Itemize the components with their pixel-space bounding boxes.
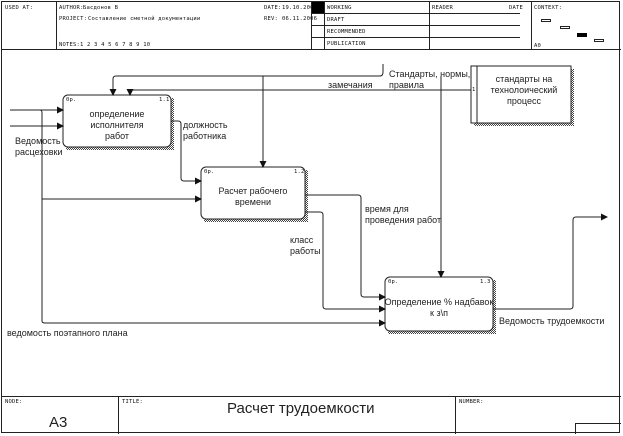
context-node: A0 (534, 43, 542, 49)
external-line-1: стандарты на (495, 74, 553, 84)
author-label: AUTHOR: (59, 5, 84, 11)
label-ved-rasc-2: расцеховки (15, 147, 63, 157)
arrow-time (305, 194, 386, 301)
label-standards-1: Стандарты, нормы, (389, 69, 471, 79)
used-at-label: USED AT: (5, 5, 34, 11)
box-3-id: 1.3 (480, 279, 491, 285)
working-indicator (312, 2, 324, 13)
label-output: Ведомость трудоемкости (499, 316, 605, 326)
label-remarks: замечания (328, 80, 373, 90)
box-2-text[interactable]: Расчет рабочего времени (201, 186, 305, 208)
box-1-id: 1.1 (159, 97, 170, 103)
label-time-2: проведения работ (365, 215, 442, 225)
box-2-op: 0р. (204, 169, 215, 175)
date-label: DATE: (264, 5, 282, 11)
external-text[interactable]: стандарты на технолоический процесс (477, 74, 571, 107)
box-1-line-2: исполнителя (90, 120, 144, 130)
box-1-line-3: работ (104, 131, 130, 141)
label-time-1: время для (365, 204, 409, 214)
reader-date-label: DATE (509, 5, 524, 11)
reader-label: READER (432, 5, 454, 11)
title-label: TITLE: (122, 399, 144, 405)
arrow-plan (39, 109, 386, 327)
label-position: должность работника (183, 120, 228, 142)
date-value: 19.10.2006 (282, 5, 318, 11)
node-label: NODE: (5, 399, 23, 405)
notes-label: NOTES: (59, 42, 81, 48)
external-outline (470, 65, 572, 124)
node-value: A3 (49, 414, 68, 431)
notes-value: 1 2 3 4 5 6 7 8 9 10 (80, 42, 151, 48)
external-line-2: технолоический (490, 85, 558, 95)
box-2-outline (200, 166, 306, 220)
external-line-3: процесс (507, 96, 541, 106)
arrow-remarks (126, 89, 471, 96)
label-class-2: работы (290, 246, 321, 256)
box-2-id: 1.2 (294, 169, 305, 175)
status-publication: PUBLICATION (327, 41, 366, 47)
project-value: Составление сметной документации (88, 16, 201, 22)
context-box-2 (560, 26, 570, 29)
arrow-output (493, 213, 608, 310)
diagram-title: Расчет трудоемкости (227, 400, 375, 417)
page-number-box (575, 423, 621, 434)
label-ved-rasc: Ведомость расцеховки (15, 136, 63, 158)
arrow-position (171, 120, 202, 185)
status-working: WORKING (327, 5, 352, 11)
label-position-2: работника (183, 131, 227, 141)
box-2-line-2: времени (235, 197, 271, 207)
box-3-line-2: к з\п (430, 308, 448, 318)
header-block: USED AT: AUTHOR: Басдонов В PROJECT: Сос… (2, 2, 621, 50)
author-value: Басдонов В (83, 5, 119, 11)
box-1-line-1: определение (89, 109, 145, 119)
box-1-op: 0р. (66, 97, 77, 103)
context-box-current (577, 33, 587, 37)
label-standards: Стандарты, нормы, правила (389, 69, 470, 91)
arrow-class (305, 211, 386, 313)
label-ved-rasc-1: Ведомость (15, 136, 61, 146)
context-box-3 (594, 39, 604, 42)
box-3-text[interactable]: Определение % надбавок к з\п (382, 297, 496, 319)
rev-value: 06.11.2006 (282, 16, 318, 22)
external-marker: 1 (472, 87, 476, 93)
box-1-text[interactable]: определение исполнителя работ (63, 109, 171, 142)
arrow-standards (109, 64, 384, 96)
context-box-1 (541, 19, 551, 22)
box-3-line-1: Определение % надбавок (384, 297, 494, 307)
rev-label: REV: (264, 16, 279, 22)
footer-divider (2, 396, 621, 397)
box-2-line-1: Расчет рабочего (218, 186, 288, 196)
status-draft: DRAFT (327, 17, 345, 23)
status-recommended: RECOMMENDED (327, 29, 366, 35)
label-plan: ведомость поэтапного плана (7, 328, 128, 338)
label-position-1: должность (183, 120, 228, 130)
project-label: PROJECT: (59, 16, 88, 22)
context-label: CONTEXT: (534, 5, 563, 11)
label-time: время для проведения работ (365, 204, 441, 226)
label-class: класс работы (290, 235, 321, 257)
box-3-op: 0р. (388, 279, 399, 285)
number-label: NUMBER: (459, 399, 484, 405)
label-standards-2: правила (389, 80, 424, 90)
label-class-1: класс (290, 235, 314, 245)
